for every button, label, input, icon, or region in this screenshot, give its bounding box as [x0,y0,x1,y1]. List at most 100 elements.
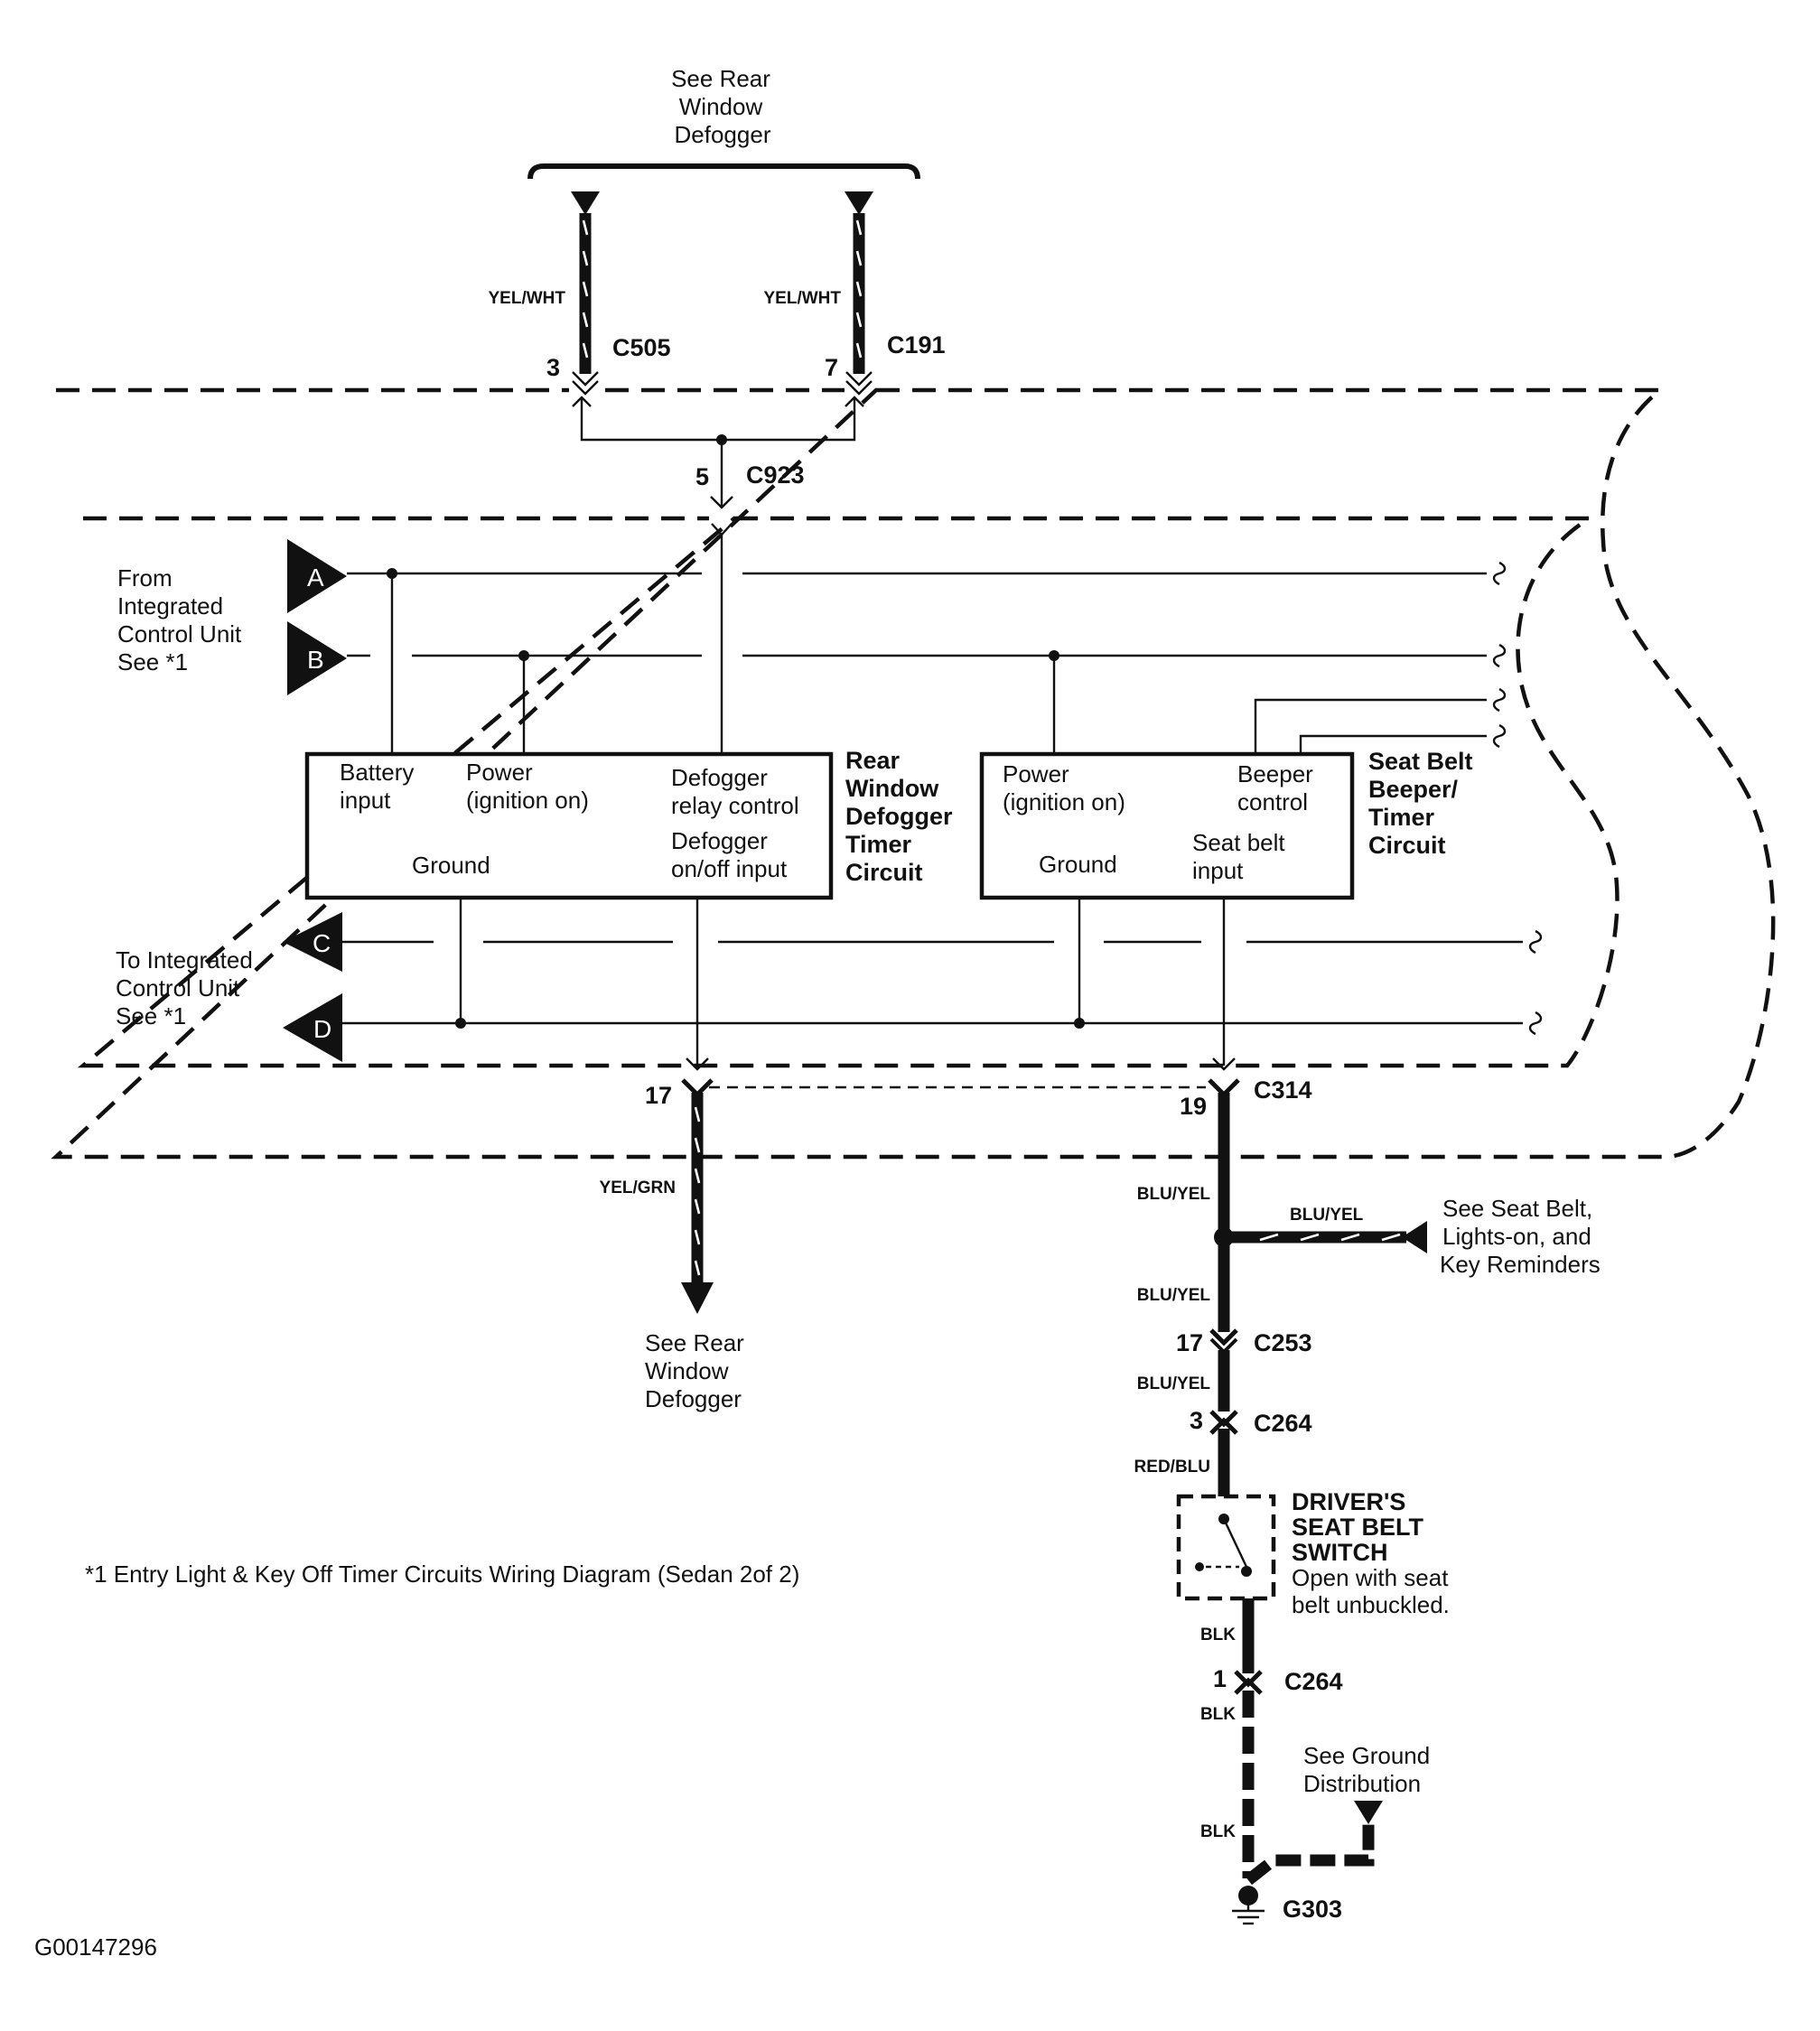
diagram-id: G00147296 [34,1933,157,1961]
wire-color-blk-1: BLK [1200,1626,1236,1644]
connector-c264-lower [1234,1670,1263,1695]
terminal-c-letter: C [313,929,331,957]
c314-pin-left: 17 [645,1082,672,1109]
from-icu-line-3: Control Unit [117,620,242,647]
c314-pin-right: 19 [1180,1093,1207,1120]
beeper-lines [1254,687,1507,754]
seatbelt-title-4: Circuit [1368,832,1446,859]
seat-belt-beeper-module: Power (ignition on) Beeper control Groun… [979,751,1355,900]
top-defogger-reference: See Rear Window Defogger [527,65,920,215]
to-icu-line-2: Control Unit [116,974,240,1002]
blu-yel-splice [1214,1221,1427,1253]
c923-junction [572,396,864,509]
terminal-a: A [287,539,347,613]
connector-c191 [845,371,873,396]
inner-unit-boundary [77,516,1619,1068]
from-icu-line-1: From [117,564,173,592]
seatbelt-input-label-1: Seat belt [1192,829,1285,856]
switch-note-2: belt unbuckled. [1292,1591,1450,1618]
seatbelt-input-label-2: input [1192,857,1244,884]
rear-defogger-timer-module: Battery input Power (ignition on) Defogg… [304,751,834,900]
seatbelt-title-3: Timer [1368,804,1435,831]
terminal-c: C [283,912,342,972]
c923-pin: 5 [695,463,709,490]
onoff-input-label-2: on/off input [671,855,788,882]
connector-c264-upper [1209,1410,1238,1435]
yel-wht-wire-left [579,213,592,374]
to-icu-line-3: See *1 [116,1002,186,1029]
battery-input-label-2: input [340,787,391,814]
seatbelt-title-2: Beeper/ [1368,776,1459,803]
defogger-title-1: Rear [845,747,901,774]
c253-pin: 17 [1176,1329,1203,1356]
seatbelt-ground-label: Ground [1039,851,1117,878]
terminal-d-letter: D [313,1015,331,1043]
top-ref-arrow-right [845,191,873,215]
defogger-ground-label: Ground [412,852,490,879]
c264-lower-pin: 1 [1213,1665,1227,1692]
connector-c505 [572,371,599,396]
bus-line-b [347,643,1507,668]
wire-color-yel-wht-left: YEL/WHT [489,289,566,308]
seatbelt-title-1: Seat Belt [1368,748,1473,775]
outer-module-boundary [51,387,1776,1160]
switch-title-2: SEAT BELT [1292,1514,1424,1541]
switch-title-1: DRIVER'S [1292,1488,1405,1515]
top-ref-brace [527,163,920,180]
from-icu-line-2: Integrated [117,592,223,620]
bus-line-d [342,1011,1543,1036]
wire-color-blu-yel-3: BLU/YEL [1137,1374,1211,1393]
defogger-power-label-2: (ignition on) [466,787,589,814]
c191-label: C191 [887,331,946,359]
defogger-title-3: Defogger [845,803,953,830]
top-ref-arrow-left [571,191,600,215]
wire-color-blk-3: BLK [1200,1822,1236,1841]
terminal-d: D [283,993,342,1062]
seat-belt-ref-2: Lights-on, and [1442,1223,1591,1250]
defogger-title-4: Timer [845,831,912,858]
seatbelt-power-label-2: (ignition on) [1003,788,1125,815]
from-icu-line-4: See *1 [117,648,188,675]
c264-lower-label: C264 [1284,1668,1343,1695]
wire-color-yel-wht-right: YEL/WHT [764,289,842,308]
defogger-power-label-1: Power [466,759,533,786]
wire-color-blk-2: BLK [1200,1705,1236,1724]
ground-ref-1: See Ground [1303,1742,1430,1769]
connector-c253 [1209,1328,1238,1355]
seat-belt-ref-1: See Seat Belt, [1442,1195,1592,1222]
defogger-title-5: Circuit [845,859,923,886]
ground-ref-2: Distribution [1303,1770,1421,1797]
c264-upper-label: C264 [1254,1410,1312,1437]
relay-control-label-2: relay control [671,792,799,819]
bus-line-c [342,929,1543,955]
wire-color-yel-grn: YEL/GRN [600,1179,676,1197]
c253-label: C253 [1254,1329,1312,1356]
c505-pin: 3 [546,354,560,381]
ground-g303-icon [1232,1886,1265,1925]
c191-pin: 7 [825,354,838,381]
c264-upper-pin: 3 [1190,1407,1203,1434]
bus-line-a [347,561,1507,586]
bottom-defogger-ref-3: Defogger [645,1385,742,1412]
top-ref-line-1: See Rear [671,65,770,92]
onoff-input-label-1: Defogger [671,827,768,854]
ground-distribution-branch [1244,1801,1383,1886]
terminal-b-letter: B [307,646,324,674]
footnote: *1 Entry Light & Key Off Timer Circuits … [85,1561,799,1588]
drivers-seat-belt-switch [1176,1494,1276,1601]
g303-label: G303 [1283,1896,1342,1923]
wire-color-red-blu: RED/BLU [1134,1458,1210,1477]
c314-label: C314 [1254,1076,1312,1104]
terminal-b: B [287,621,347,695]
beeper-control-label-2: control [1237,788,1308,815]
wire-color-blu-yel-2: BLU/YEL [1137,1286,1211,1305]
terminal-a-letter: A [307,564,324,592]
seatbelt-power-label-1: Power [1003,760,1069,787]
relay-control-label-1: Defogger [671,764,768,791]
yel-wht-wire-right [853,213,865,374]
yel-grn-wire [681,1093,714,1314]
c505-label: C505 [612,334,671,361]
c923-label: C923 [746,461,805,489]
seat-belt-ref-3: Key Reminders [1440,1251,1601,1278]
